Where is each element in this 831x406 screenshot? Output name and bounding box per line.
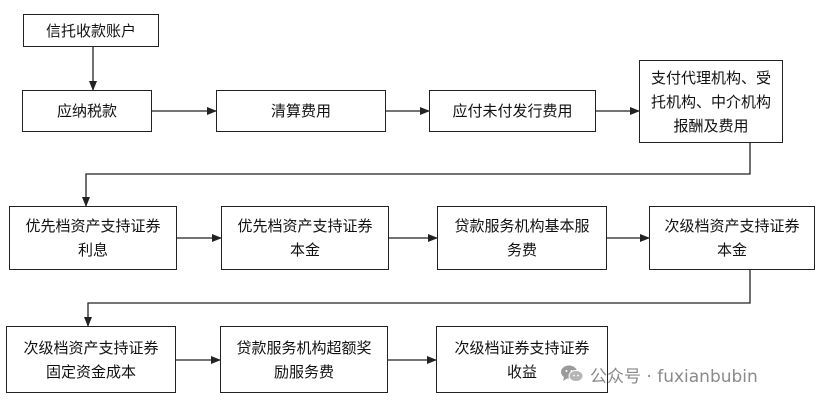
node-servicer-excess-fee: 贷款服务机构超额奖励服务费 [220, 326, 388, 393]
node-servicer-base-fee: 贷款服务机构基本服务费 [437, 206, 607, 270]
node-taxes-payable: 应纳税款 [22, 90, 152, 132]
watermark: 公众号 · fuxianbubin [560, 360, 758, 388]
arrow-agency-to-senior-interest [82, 143, 751, 207]
node-sub-fixed-cost-label: 次级档资产支持证券固定资金成本 [23, 338, 159, 381]
watermark-text: 公众号 · fuxianbubin [590, 366, 758, 387]
node-sub-income-label: 次级档证券支持证券收益 [454, 338, 590, 381]
node-trust-account-label: 信托收款账户 [45, 21, 136, 40]
node-taxes-payable-label: 应纳税款 [56, 102, 117, 120]
node-servicer-excess-fee-label: 贷款服务机构超额奖励服务费 [236, 338, 372, 381]
wechat-logo-icon [561, 365, 584, 382]
node-clearing-fees: 清算费用 [216, 90, 386, 132]
node-senior-interest: 优先档资产支持证券利息 [9, 206, 177, 270]
node-agency-fees: 支付代理机构、受托机构、中介机构报酬及费用 [639, 60, 783, 143]
node-sub-principal: 次级档资产支持证券本金 [649, 206, 815, 270]
node-unpaid-issue-fees: 应付未付发行费用 [429, 90, 596, 132]
node-clearing-fees-label: 清算费用 [270, 102, 331, 120]
node-senior-principal: 优先档资产支持证券本金 [221, 206, 389, 270]
node-sub-income: 次级档证券支持证券收益 [436, 326, 608, 393]
node-agency-fees-label: 支付代理机构、受托机构、中介机构报酬及费用 [650, 68, 771, 135]
node-sub-fixed-cost: 次级档资产支持证券固定资金成本 [6, 326, 176, 393]
node-trust-account: 信托收款账户 [23, 14, 159, 47]
node-servicer-base-fee-label: 贷款服务机构基本服务费 [454, 217, 590, 259]
node-sub-principal-label: 次级档资产支持证券本金 [664, 217, 800, 259]
node-senior-principal-label: 优先档资产支持证券本金 [237, 217, 373, 259]
node-senior-interest-label: 优先档资产支持证券利息 [25, 217, 161, 259]
node-unpaid-issue-fees-label: 应付未付发行费用 [452, 102, 573, 120]
arrow-sub-principal-to-fixed-cost [84, 270, 751, 327]
